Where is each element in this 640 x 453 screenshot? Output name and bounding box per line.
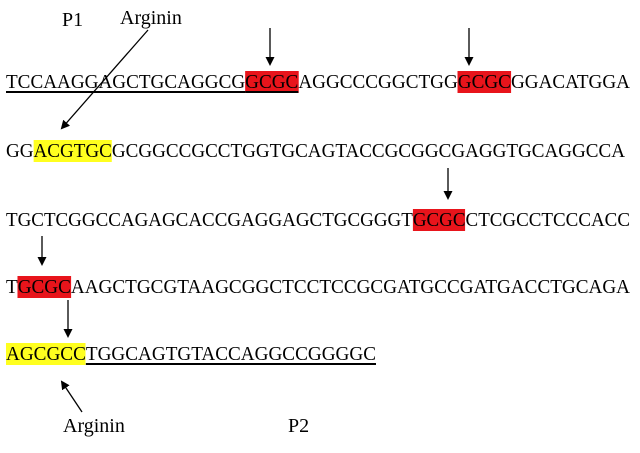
sequence-line-4: TGCGCAAGCTGCGTAAGCGGCTCCTCCGCGATGCCGATGA…	[6, 276, 640, 298]
sequence-segment: AGGCCCGGCTGG	[298, 71, 458, 93]
gcgc-site-highlight: GCGC	[412, 209, 466, 231]
sequence-line-3: TGCTCGGCCAGAGCACCGAGGAGCTGCGGGTGCGCCTCGC…	[6, 209, 640, 231]
sequence-line-5: AGCGCCTGGCAGTGTACCAGGCCGGGGC	[6, 343, 640, 365]
gcgc-site-highlight: GCGC	[457, 71, 511, 93]
sequence-segment: GCGGCCGCCTGGTGCAGTACCGCGGCGAGGTGCAGGCCA	[111, 140, 625, 162]
label-arginin-top: Arginin	[120, 7, 182, 29]
sequence-line-1: TCCAAGGAGCTGCAGGCGGCGCAGGCCCGGCTGGGCGCGG…	[6, 71, 640, 93]
label-arginin-bottom: Arginin	[63, 415, 125, 437]
arrow-arginin-bottom	[60, 380, 83, 413]
sequence-segment: CTCGCCTCCCACC	[465, 209, 630, 231]
sequence-segment: TGCTCGGCCAGAGCACCGAGGAGCTGCGGGT	[6, 209, 413, 231]
sequence-segment: AAGCTGCGTAAGCGGCTCCTCCGCGATGCCGATGACCTGC…	[70, 276, 630, 298]
arrow-arginin-top	[60, 29, 149, 130]
gcgc-site-highlight: GCGC	[245, 71, 299, 93]
sequence-segment: TCCAAGGAGCTGCAGGCG	[6, 71, 246, 93]
label-p1: P1	[62, 9, 84, 31]
sequence-segment: GGACATGGA	[510, 71, 630, 93]
gcgc-site-highlight: GCGC	[17, 276, 71, 298]
sequence-segment: TGGCAGTGTACCAGGCCGGGGC	[85, 343, 376, 365]
arginin-codon-highlight: AGCGCC	[6, 343, 86, 365]
sequence-segment: T	[6, 276, 18, 298]
label-p2: P2	[288, 415, 310, 437]
arginin-codon-highlight: ACGTGC	[33, 140, 112, 162]
sequence-segment: GG	[6, 140, 34, 162]
sequence-line-2: GGACGTGCGCGGCCGCCTGGTGCAGTACCGCGGCGAGGTG…	[6, 140, 640, 162]
